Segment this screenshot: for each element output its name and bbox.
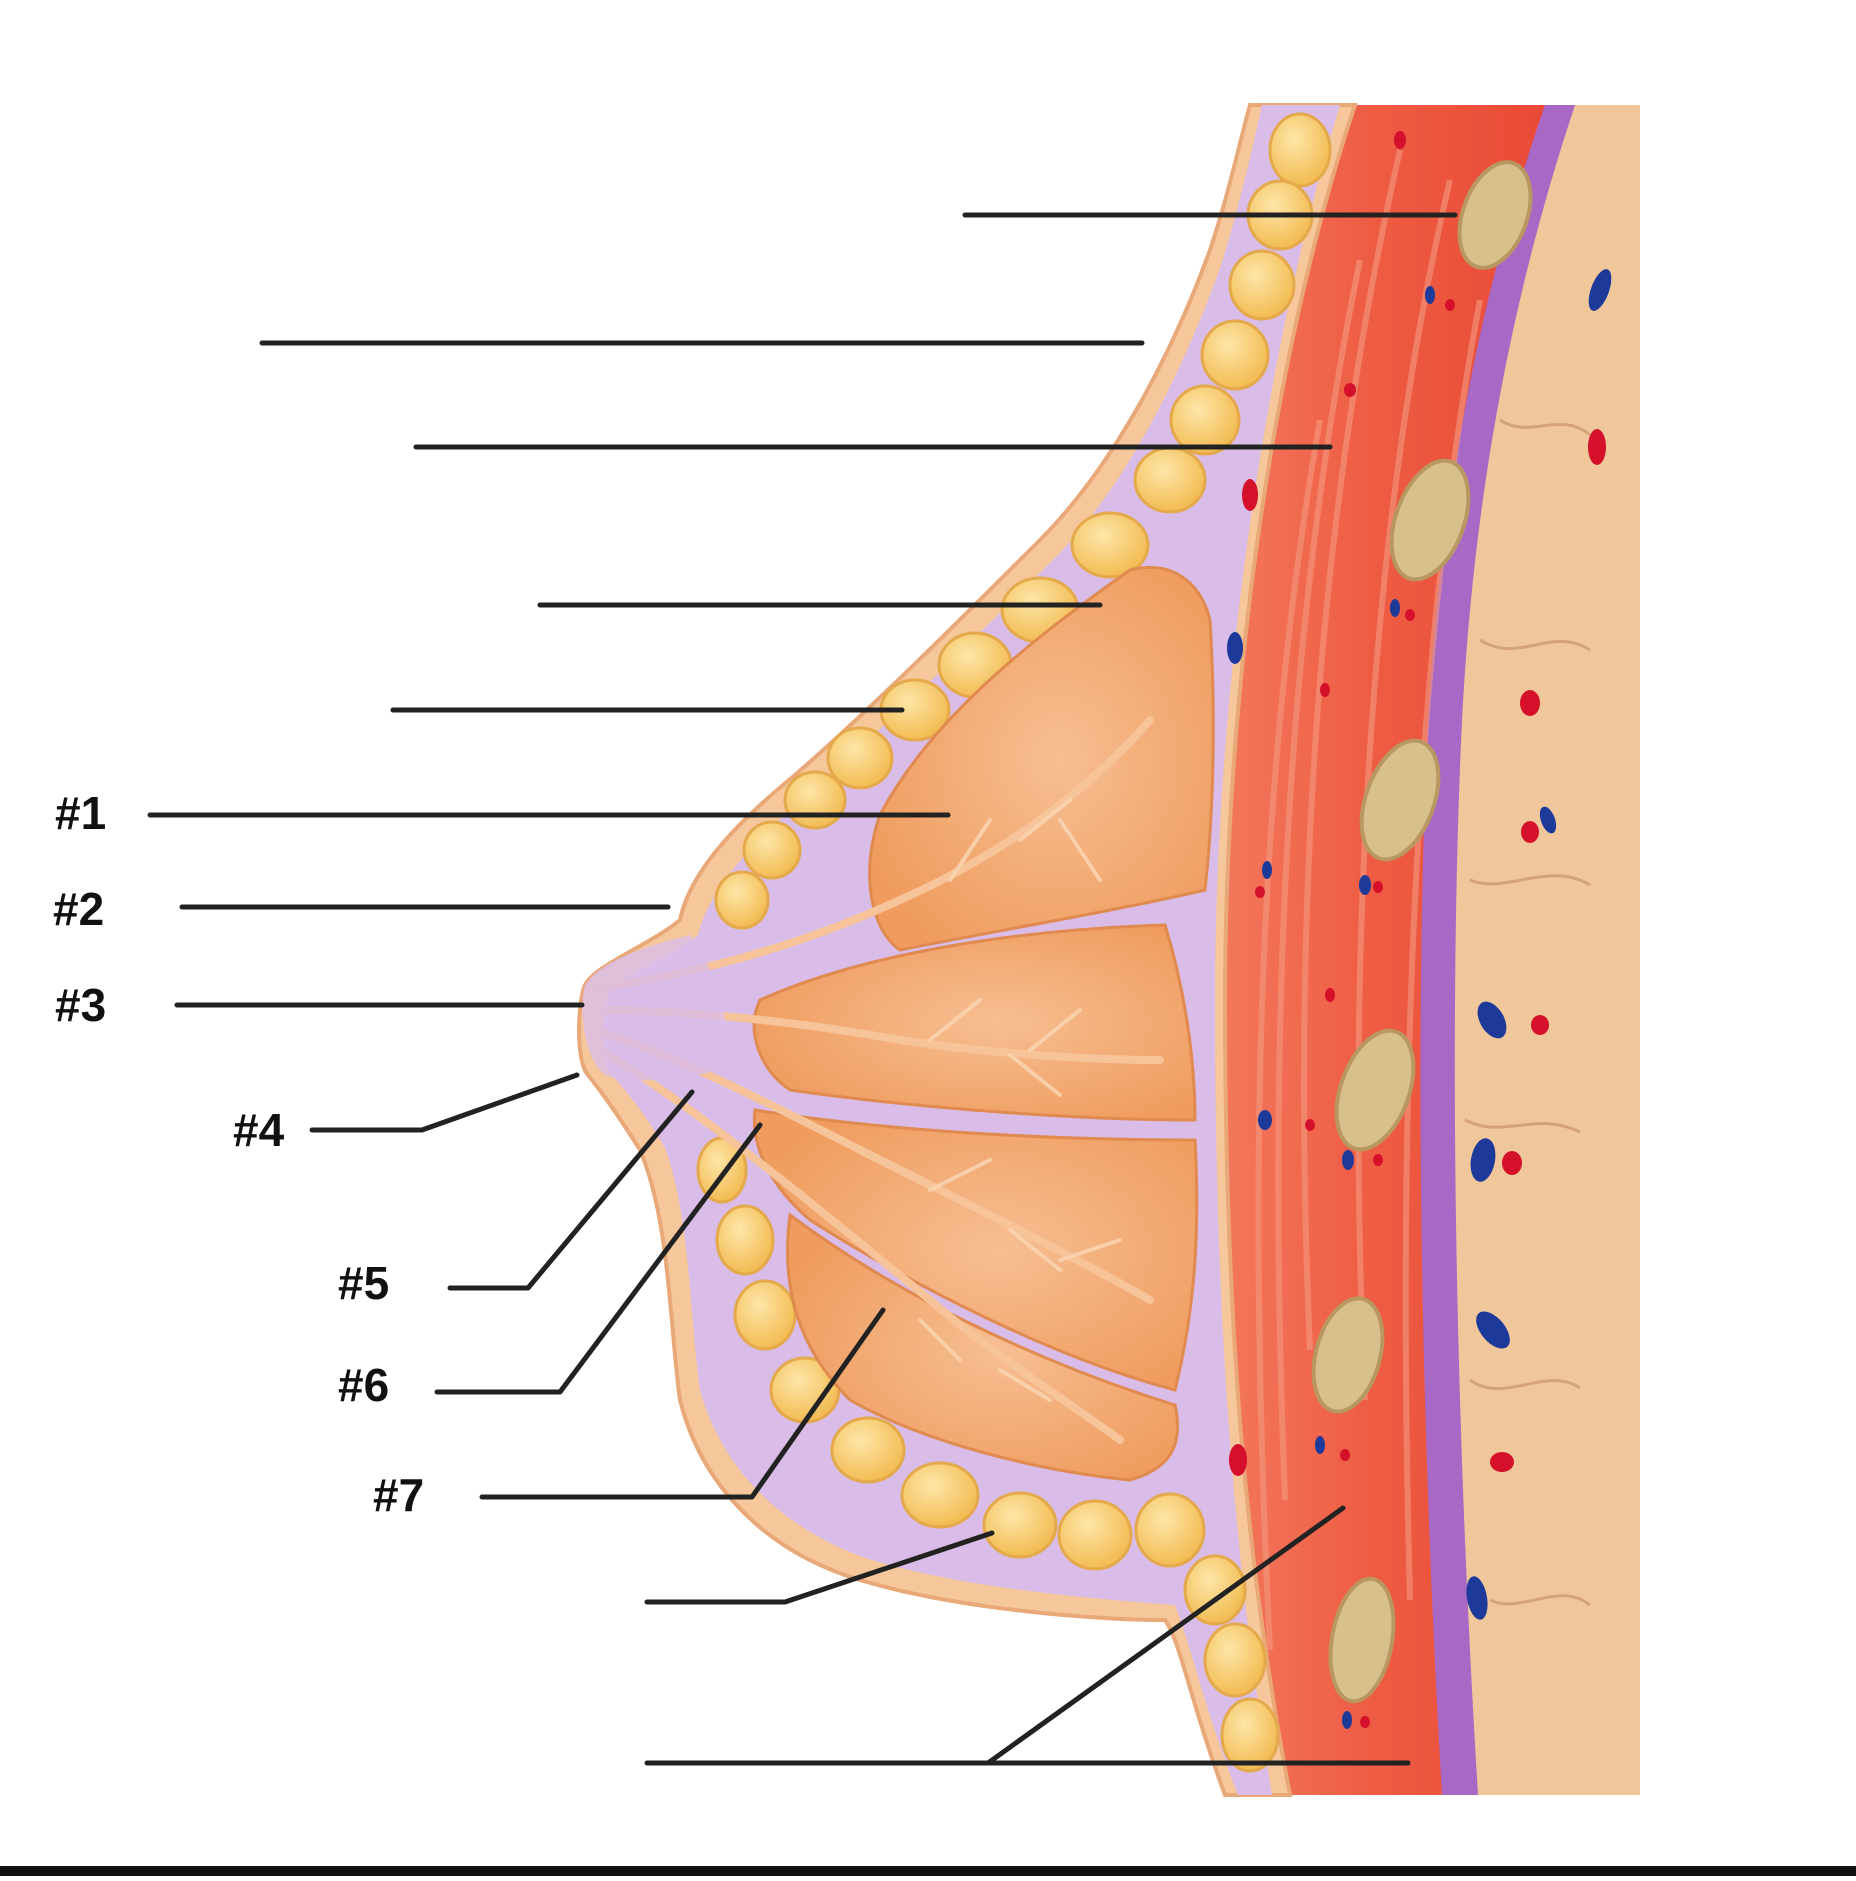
chest-wall <box>1439 105 1640 1795</box>
nipple <box>582 935 726 1081</box>
duct-branches <box>918 798 1122 1402</box>
leader-line-5 <box>447 1089 695 1291</box>
leader-lines <box>147 212 1458 1766</box>
ribs <box>1311 160 1533 1704</box>
label-6: #6 <box>338 1359 390 1411</box>
pectoralis-major-muscle <box>1209 105 1545 1795</box>
label-5: #5 <box>338 1257 390 1309</box>
muscle-fibers <box>1255 149 1483 1651</box>
arteries <box>1229 131 1606 1728</box>
chest-wall-texture <box>1464 418 1591 1607</box>
leader-line-4 <box>309 1072 580 1133</box>
label-4: #4 <box>233 1104 285 1156</box>
leader-line-lower-muscle-branch <box>985 1505 1346 1766</box>
leader-line-lower-fat <box>644 1530 995 1605</box>
bottom-border <box>0 1866 1856 1876</box>
lobe-lower-middle <box>752 1108 1199 1392</box>
label-7: #7 <box>373 1469 425 1521</box>
veins <box>1227 269 1612 1729</box>
adipose-tissue <box>696 112 1332 1773</box>
lobe-upper <box>868 565 1215 952</box>
leader-line-6 <box>434 1122 763 1395</box>
label-1: #1 <box>55 787 107 839</box>
leader-line-7 <box>479 1307 886 1500</box>
lobe-middle <box>752 923 1197 1122</box>
label-2: #2 <box>53 883 105 935</box>
label-3: #3 <box>55 979 107 1031</box>
blood-vessels <box>1227 131 1612 1729</box>
